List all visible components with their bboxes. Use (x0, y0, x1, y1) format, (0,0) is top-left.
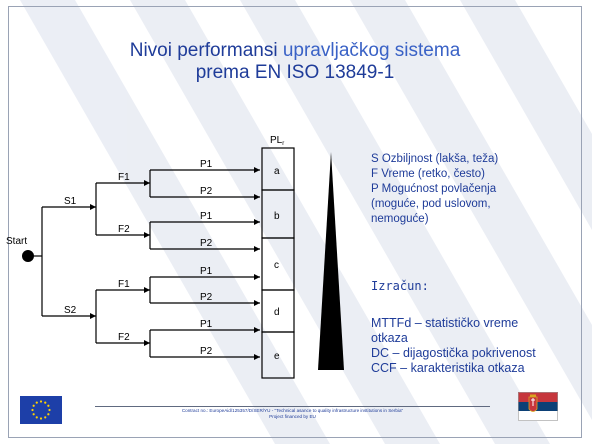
p-label: P2 (200, 238, 213, 249)
calc-item: CCF – karakteristika otkaza (371, 361, 525, 375)
title-part2: upravljačkog sistema (282, 40, 461, 61)
level-box-e (261, 331, 295, 379)
calc-label: Izračun: (371, 279, 429, 293)
calc-item: MTTFd – statističko vreme (371, 316, 519, 330)
s2-label: S2 (64, 305, 77, 316)
legend-line: nemoguće) (371, 213, 429, 225)
calc-item: DC – dijagostička pokrivenost (371, 346, 536, 360)
p-label: P1 (200, 159, 213, 170)
start-label: Start (6, 236, 27, 247)
legend-line: P Mogućnost povlačenja (371, 183, 497, 195)
start-node (22, 250, 34, 262)
f1-label-bottom: F1 (118, 279, 130, 290)
legend: S Ozbiljnost (lakša, teža) F Vreme (retk… (371, 152, 586, 227)
calc-item: otkaza (371, 331, 408, 345)
slide-title: Nivoi performansi upravljačkog sistema p… (60, 40, 530, 84)
serbia-flag-icon (518, 392, 558, 421)
title-line2: prema EN ISO 13849-1 (195, 62, 395, 83)
p-label: P1 (200, 266, 213, 277)
risk-triangle (318, 152, 344, 370)
footer-contract: Contract no.: EuropeAid/125357/D/SER/YU … (181, 408, 404, 413)
legend-line: F Vreme (retko, često) (371, 168, 485, 180)
p-label: P2 (200, 292, 213, 303)
level-label-c: c (274, 260, 279, 271)
footer-divider (95, 406, 490, 407)
p-label: P2 (200, 346, 213, 357)
plr-header: PLr (270, 135, 284, 147)
calc-list: MTTFd – statističko vreme otkaza DC – di… (371, 316, 591, 376)
footer-financed: Project financed by EU (269, 414, 316, 419)
footer: Contract no.: EuropeAid/125357/D/SER/YU … (95, 408, 490, 420)
level-label-e: e (274, 351, 280, 362)
level-label-a: a (274, 166, 280, 177)
eu-flag-icon (20, 396, 62, 424)
slide-frame (8, 6, 582, 438)
f2-label-bottom: F2 (118, 332, 130, 343)
legend-line: S Ozbiljnost (lakša, teža) (371, 153, 499, 165)
p-label: P1 (200, 211, 213, 222)
level-label-b: b (274, 211, 280, 222)
f1-label-top: F1 (118, 172, 130, 183)
s1-label: S1 (64, 196, 77, 207)
legend-line: (moguće, pod uslovom, (371, 198, 491, 210)
f2-label-top: F2 (118, 224, 130, 235)
p-label: P1 (200, 319, 213, 330)
level-label-d: d (274, 307, 280, 318)
title-part1: Nivoi performansi (129, 40, 283, 61)
p-label: P2 (200, 186, 213, 197)
